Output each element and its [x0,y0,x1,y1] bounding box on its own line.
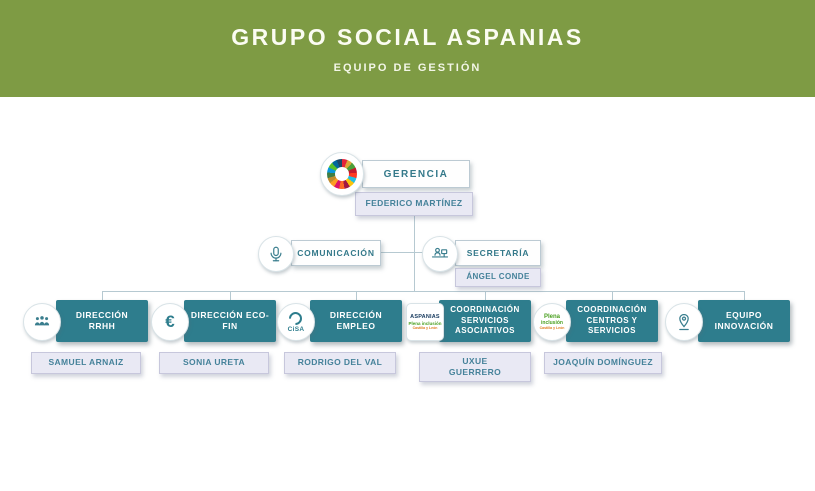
name-direccion-eco-fin: SONIA URETA [159,352,269,374]
location-pin-person-icon [665,303,703,341]
connector-line [414,253,415,291]
desk-person-icon [422,236,458,272]
castilla-leon-logo-text: Castilla y León [412,325,438,330]
plena-logo-text-2: inclusión [541,319,563,326]
name-coordinacion-servicios-asociativos: UXUE GUERRERO [419,352,531,382]
node-direccion-empleo: DIRECCIÓN EMPLEO [310,300,402,342]
aspanias-logo-text: ASPANIAS [410,314,440,321]
name-direccion-empleo: RODRIGO DEL VAL [284,352,396,374]
connector-line [102,291,745,292]
plena-inclusion-logo-icon: Plena inclusión Castilla y León [533,303,571,341]
connector-line [744,291,745,301]
node-gerencia: GERENCIA [362,160,470,188]
node-coordinacion-servicios-asociativos: COORDINACIÓN SERVICIOS ASOCIATIVOS [439,300,531,342]
people-icon [23,303,61,341]
name-gerencia: FEDERICO MARTÍNEZ [355,192,473,216]
node-equipo-innovacion: EQUIPO INNOVACIÓN [698,300,790,342]
name-direccion-rrhh: SAMUEL ARNAIZ [31,352,141,374]
page-subtitle: EQUIPO DE GESTIÓN [333,61,482,74]
cisa-swirl [286,308,306,328]
node-coordinacion-centros-servicios: COORDINACIÓN CENTROS Y SERVICIOS [566,300,658,342]
cisa-logo-icon: CiSA [277,303,315,341]
cisa-logo-text: CiSA [287,325,305,333]
name-secretaria: ÁNGEL CONDE [455,268,541,287]
plena-logo-region-text: Castilla y León [539,326,565,331]
connector-line [230,291,231,301]
page-title: GRUPO SOCIAL ASPANIAS [231,23,584,50]
connector-line [485,291,486,301]
node-direccion-rrhh: DIRECCIÓN RRHH [56,300,148,342]
plena-logo-text-1: Plena [543,313,560,320]
node-comunicacion: COMUNICACIÓN [291,240,381,266]
plena-inclusion-logo-text: Plena inclusión [408,320,442,326]
aspanias-plena-logo-icon: ASPANIAS Plena inclusión Castilla y León [406,303,444,341]
connector-line [356,291,357,301]
sdg-wheel-icon [320,152,364,196]
connector-line [102,291,103,301]
page-header: GRUPO SOCIAL ASPANIAS EQUIPO DE GESTIÓN [0,0,815,97]
euro-symbol: € [165,312,175,331]
name-coordinacion-centros-servicios: JOAQUÍN DOMÍNGUEZ [544,352,662,374]
node-direccion-eco-fin: DIRECCIÓN ECO-FIN [184,300,276,342]
connector-line [381,252,424,253]
euro-icon: € [151,303,189,341]
node-secretaria: SECRETARÍA [455,240,541,266]
microphone-icon [258,236,294,272]
sdg-wheel-ring [327,159,357,189]
connector-line [414,216,415,253]
connector-line [612,291,613,301]
